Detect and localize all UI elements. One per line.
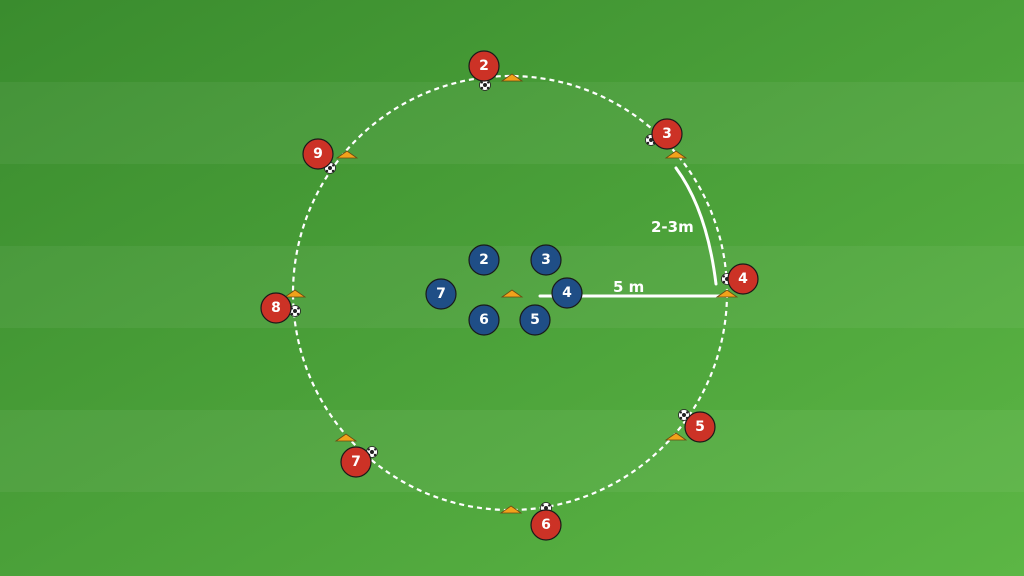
radius-label: 5 m	[613, 278, 644, 296]
player-token	[551, 277, 583, 309]
gap-arc	[674, 166, 718, 286]
inner-player: 5	[519, 304, 551, 336]
player-number: 3	[541, 252, 551, 268]
pitch-stripe	[0, 82, 1024, 164]
player-token	[425, 278, 457, 310]
outer-player: 9	[302, 138, 334, 170]
player-token	[340, 446, 372, 478]
player-token	[302, 138, 334, 170]
player-number: 9	[313, 146, 323, 162]
cone-icon	[664, 432, 688, 441]
player-token	[260, 292, 292, 324]
inner-player: 6	[468, 304, 500, 336]
gap-label: 2-3m	[651, 218, 694, 236]
player-number: 2	[479, 252, 489, 268]
player-number: 8	[271, 300, 281, 316]
player-token	[684, 411, 716, 443]
center-cone-icon	[500, 289, 524, 298]
outer-players: 2 3 4 5 6 7 8 9	[260, 50, 759, 541]
player-number: 2	[479, 58, 489, 74]
player-number: 6	[541, 517, 551, 533]
outer-player: 3	[651, 118, 683, 150]
inner-player: 4	[551, 277, 583, 309]
outer-player: 6	[530, 509, 562, 541]
outer-player: 4	[727, 263, 759, 295]
cone-icon	[500, 73, 524, 82]
outer-player: 8	[260, 292, 292, 324]
player-number: 7	[351, 454, 361, 470]
pitch-stripe	[0, 410, 1024, 492]
inner-player: 7	[425, 278, 457, 310]
cones-layer	[283, 73, 739, 514]
player-number: 3	[662, 126, 672, 142]
cone-icon	[664, 150, 688, 159]
pitch-stripes	[0, 82, 1024, 492]
player-number: 4	[562, 285, 572, 301]
player-number: 5	[530, 312, 540, 328]
pitch-stripe	[0, 246, 1024, 328]
inner-player: 2	[468, 244, 500, 276]
player-number: 7	[436, 286, 446, 302]
player-token	[519, 304, 551, 336]
player-token	[468, 50, 500, 82]
cone-icon	[499, 505, 523, 514]
cone-icon	[283, 289, 307, 298]
player-token	[530, 509, 562, 541]
player-number: 5	[695, 419, 705, 435]
cone-icon	[715, 289, 739, 298]
outer-player: 2	[468, 50, 500, 82]
player-number: 4	[738, 271, 748, 287]
player-token	[468, 244, 500, 276]
cone-icon	[334, 433, 358, 442]
player-token	[530, 244, 562, 276]
cone-icon	[335, 150, 359, 159]
inner-players: 2 3 7 4 6 5	[425, 244, 583, 336]
player-token	[468, 304, 500, 336]
outer-player: 7	[340, 446, 372, 478]
inner-player: 3	[530, 244, 562, 276]
outer-player: 5	[684, 411, 716, 443]
player-token	[651, 118, 683, 150]
player-token	[727, 263, 759, 295]
player-number: 6	[479, 312, 489, 328]
